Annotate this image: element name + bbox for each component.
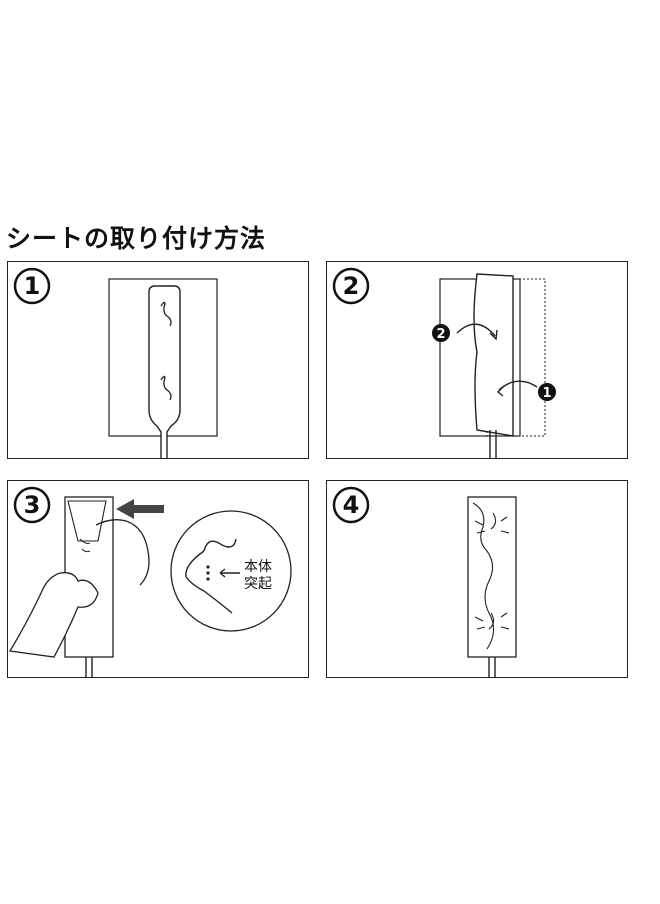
page-title: シートの取り付け方法	[6, 224, 267, 253]
step-2-panel: 2 2 1	[326, 261, 628, 459]
step-number: 2	[343, 272, 360, 300]
step-number-badge: 3	[13, 486, 51, 524]
step-number: 3	[24, 491, 41, 519]
step-4-panel: 4	[326, 480, 628, 678]
step-2-illustration: 2 1	[432, 273, 556, 458]
step-3-panel: 3 本体 突起	[7, 480, 309, 678]
step-4-illustration	[467, 496, 517, 677]
step-number-badge: 1	[13, 267, 51, 305]
step-1-illustration	[108, 278, 218, 458]
step-number: 4	[343, 491, 360, 519]
step-number-badge: 4	[332, 486, 370, 524]
marker-2: 2	[436, 327, 445, 342]
callout-label-line2: 突起	[244, 576, 272, 592]
step-1-panel: 1	[7, 261, 309, 459]
marker-1: 1	[542, 386, 551, 401]
step-3-illustration: 本体 突起	[8, 496, 292, 677]
callout-label-line1: 本体	[244, 559, 272, 575]
step-number-badge: 2	[332, 267, 370, 305]
step-number: 1	[24, 272, 41, 300]
